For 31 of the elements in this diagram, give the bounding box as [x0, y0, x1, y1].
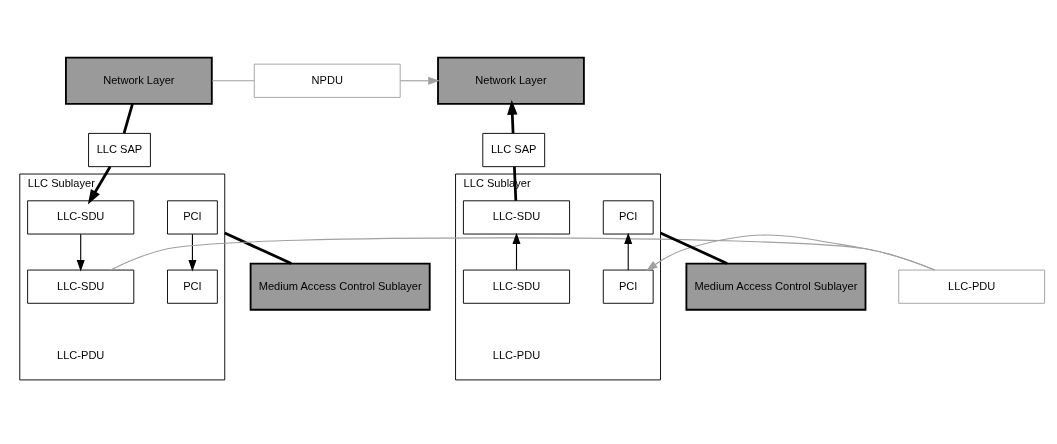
- connector: [110, 236, 936, 271]
- node-box: LLC SAP: [88, 132, 151, 167]
- arrow: [512, 232, 521, 270]
- connector: [224, 231, 292, 265]
- node-box: LLC-PDU: [898, 269, 1046, 304]
- label: LLC-PDU: [492, 348, 541, 361]
- arrow: [507, 99, 518, 133]
- node-box: LLC-SDU: [462, 199, 571, 234]
- arrow: [87, 165, 112, 204]
- node-box: LLC SAP: [482, 132, 546, 167]
- arrow: [624, 232, 633, 270]
- node-box: LLC-SDU: [462, 269, 571, 304]
- arrow: [646, 234, 936, 271]
- node-box: PCI: [602, 199, 654, 234]
- connector: [211, 79, 255, 81]
- node-box: PCI: [167, 199, 218, 234]
- label: LLC-PDU: [57, 348, 105, 361]
- node-box: PCI: [602, 269, 654, 304]
- arrow: [76, 233, 85, 272]
- node-box: LLC-SDU: [27, 269, 135, 304]
- connector: [122, 103, 134, 134]
- node-box: PCI: [167, 269, 218, 304]
- connector: [659, 231, 728, 265]
- node-box: Medium Access Control Sublayer: [685, 262, 867, 311]
- node-box: Network Layer: [437, 56, 585, 105]
- node-box: Network Layer: [65, 56, 213, 105]
- node-box: Medium Access Control Sublayer: [249, 262, 431, 311]
- node-box: NPDU: [253, 63, 401, 98]
- node-box: LLC-SDU: [27, 199, 135, 234]
- arrow: [399, 76, 440, 85]
- arrow: [188, 233, 197, 272]
